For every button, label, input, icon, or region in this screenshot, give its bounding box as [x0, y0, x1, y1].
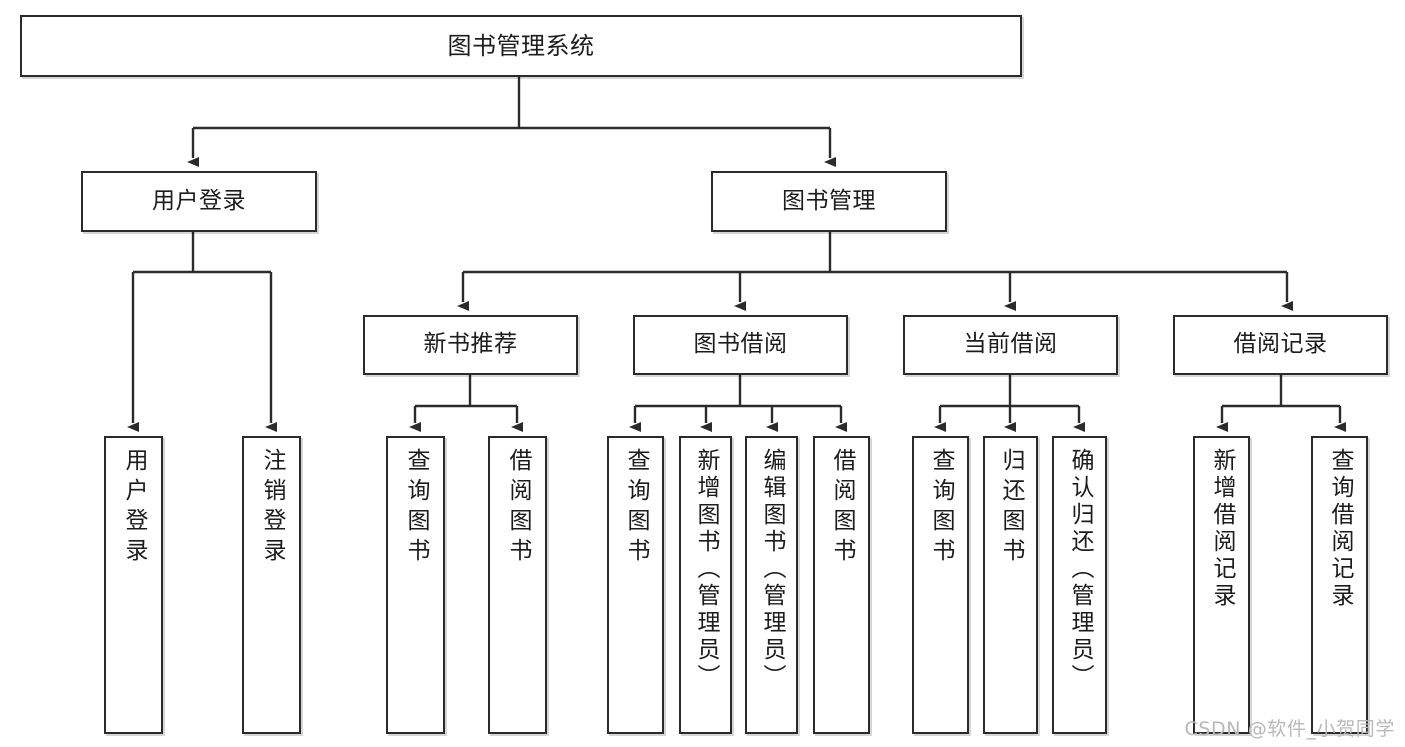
node-label: 图书借阅 — [693, 331, 788, 358]
node-label: 注销登录 — [259, 448, 285, 568]
node-label: 借阅记录 — [1233, 331, 1328, 358]
node-label: 图书管理系统 — [447, 31, 595, 60]
node-label: 查询借阅记录 — [1327, 448, 1353, 610]
node-book-management[interactable]: 图书管理 — [711, 171, 947, 232]
node-leaf-add-book-admin[interactable]: 新增图书（管理员） — [679, 436, 732, 734]
node-label: 编辑图书（管理员） — [759, 448, 785, 691]
node-book-borrow[interactable]: 图书借阅 — [633, 315, 848, 375]
node-leaf-borrow-book[interactable]: 借阅图书 — [813, 436, 870, 734]
node-label: 新增图书（管理员） — [693, 448, 719, 691]
node-leaf-user-login[interactable]: 用户登录 — [104, 436, 163, 734]
node-label: 用户登录 — [121, 448, 147, 568]
node-label: 当前借阅 — [963, 331, 1058, 358]
node-label: 借阅图书 — [829, 448, 855, 568]
node-leaf-add-borrow-record[interactable]: 新增借阅记录 — [1193, 436, 1250, 734]
node-label: 归还图书 — [998, 448, 1024, 568]
node-leaf-confirm-return-admin[interactable]: 确认归还（管理员） — [1052, 436, 1107, 734]
node-label: 查询图书 — [403, 448, 429, 568]
node-label: 新增借阅记录 — [1209, 448, 1235, 610]
node-user-login[interactable]: 用户登录 — [81, 171, 317, 232]
node-root-book-management-system[interactable]: 图书管理系统 — [20, 15, 1022, 77]
node-leaf-query-book-borrow[interactable]: 查询图书 — [607, 436, 664, 734]
node-leaf-query-book-current[interactable]: 查询图书 — [912, 436, 969, 734]
node-new-book-recommend[interactable]: 新书推荐 — [363, 315, 578, 375]
node-label: 确认归还（管理员） — [1067, 448, 1093, 691]
node-leaf-return-book[interactable]: 归还图书 — [983, 436, 1038, 734]
node-label: 查询图书 — [928, 448, 954, 568]
node-leaf-query-book-newbook[interactable]: 查询图书 — [386, 436, 445, 734]
node-borrow-record[interactable]: 借阅记录 — [1173, 315, 1388, 375]
node-label: 查询图书 — [623, 448, 649, 568]
node-leaf-borrow-book-newbook[interactable]: 借阅图书 — [488, 436, 547, 734]
node-label: 新书推荐 — [423, 331, 518, 358]
node-leaf-query-borrow-record[interactable]: 查询借阅记录 — [1311, 436, 1368, 734]
node-label: 用户登录 — [152, 187, 246, 214]
csdn-watermark: CSDN @软件_小贺同学 — [1184, 718, 1395, 740]
node-leaf-logout[interactable]: 注销登录 — [242, 436, 301, 734]
node-current-borrow[interactable]: 当前借阅 — [903, 315, 1118, 375]
node-label: 借阅图书 — [505, 448, 531, 568]
node-label: 图书管理 — [782, 187, 876, 214]
node-leaf-edit-book-admin[interactable]: 编辑图书（管理员） — [745, 436, 798, 734]
